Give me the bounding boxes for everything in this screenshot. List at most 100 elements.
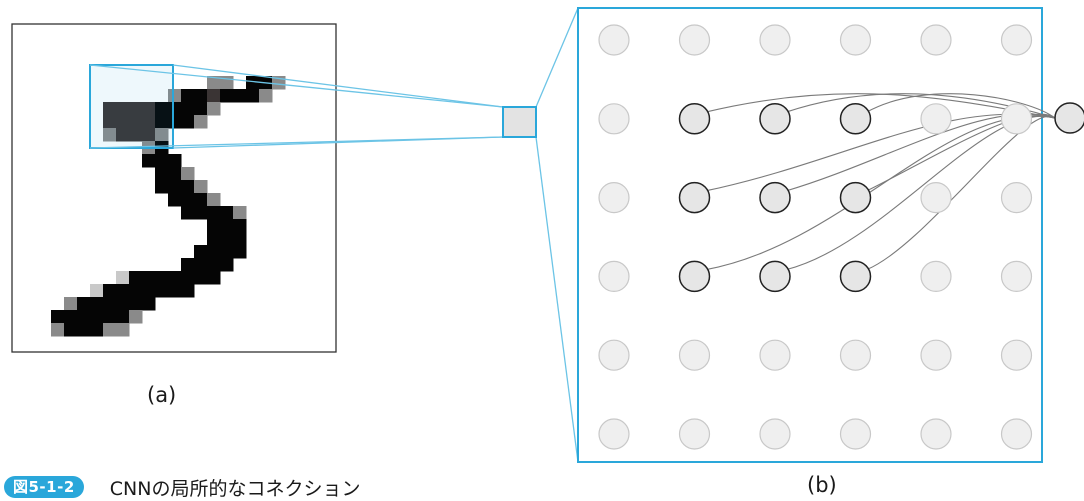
- digit-pixel: [220, 232, 234, 246]
- digit-pixel: [207, 245, 221, 259]
- neuron: [599, 25, 629, 55]
- digit-pixel: [51, 323, 65, 337]
- digit-pixel: [194, 102, 208, 116]
- digit-pixel: [142, 271, 156, 285]
- digit-pixel: [220, 245, 234, 259]
- digit-pixel: [207, 271, 221, 285]
- neuron: [599, 340, 629, 370]
- neuron: [921, 183, 951, 213]
- digit-pixel: [194, 258, 208, 272]
- panel-a-label: (a): [147, 383, 176, 407]
- digit-pixel: [103, 297, 117, 311]
- neuron: [680, 25, 710, 55]
- digit-pixel: [155, 167, 169, 181]
- neuron: [841, 419, 871, 449]
- neuron-layer-panel: [578, 8, 1055, 462]
- digit-pixel: [168, 167, 182, 181]
- neuron: [599, 104, 629, 134]
- connected-neuron: [841, 261, 871, 291]
- digit-pixel: [246, 89, 260, 103]
- digit-pixel: [155, 284, 169, 298]
- digit-pixel: [181, 115, 195, 129]
- neuron: [680, 419, 710, 449]
- digit-pixel: [77, 310, 91, 324]
- digit-pixel: [90, 323, 104, 337]
- neuron: [921, 261, 951, 291]
- digit-pixel: [246, 76, 260, 90]
- digit-pixel: [129, 284, 143, 298]
- connected-neuron: [841, 183, 871, 213]
- digit-pixel: [77, 297, 91, 311]
- connected-neuron: [760, 104, 790, 134]
- digit-pixel: [233, 219, 247, 233]
- digit-pixel: [64, 310, 78, 324]
- digit-pixel: [181, 206, 195, 220]
- digit-pixel: [207, 102, 221, 116]
- digit-pixel: [64, 297, 78, 311]
- digit-pixel: [116, 323, 130, 337]
- digit-pixel: [181, 167, 195, 181]
- neuron: [680, 340, 710, 370]
- neuron: [1002, 25, 1032, 55]
- neuron: [921, 419, 951, 449]
- neuron: [760, 25, 790, 55]
- neuron: [599, 261, 629, 291]
- digit-pixel: [142, 284, 156, 298]
- neuron: [841, 340, 871, 370]
- convolved-unit-square: [503, 107, 536, 137]
- digit-pixel: [51, 310, 65, 324]
- digit-pixel: [103, 323, 117, 337]
- connected-neuron: [760, 261, 790, 291]
- digit-pixel: [77, 323, 91, 337]
- neuron: [1002, 104, 1032, 134]
- panel-b-label: (b): [807, 473, 837, 497]
- connected-neuron: [680, 261, 710, 291]
- digit-pixel: [129, 297, 143, 311]
- digit-pixel: [181, 180, 195, 194]
- neuron: [921, 104, 951, 134]
- digit-pixel: [155, 154, 169, 168]
- digit-pixel: [194, 180, 208, 194]
- digit-pixel: [90, 310, 104, 324]
- digit-pixel: [155, 180, 169, 194]
- connected-neuron: [760, 183, 790, 213]
- neuron: [1002, 419, 1032, 449]
- digit-pixel: [220, 89, 234, 103]
- receptive-field-highlight: [90, 65, 173, 148]
- connected-neuron: [841, 104, 871, 134]
- neuron: [1002, 183, 1032, 213]
- digit-pixel: [259, 89, 273, 103]
- digit-pixel: [116, 284, 130, 298]
- digit-pixel: [220, 219, 234, 233]
- neuron: [921, 340, 951, 370]
- digit-pixel: [129, 271, 143, 285]
- neuron-layer-frame: [578, 8, 1042, 462]
- output-neuron: [1055, 103, 1084, 133]
- digit-pixel: [116, 271, 130, 285]
- digit-pixel: [142, 154, 156, 168]
- digit-pixel: [194, 206, 208, 220]
- digit-pixel: [181, 193, 195, 207]
- digit-pixel: [233, 206, 247, 220]
- figure-caption: 図5-1-2 CNNの局所的なコネクション: [4, 475, 360, 499]
- digit-pixel: [129, 310, 143, 324]
- neuron: [760, 419, 790, 449]
- digit-pixel: [207, 89, 221, 103]
- digit-pixel: [168, 154, 182, 168]
- digit-pixel: [207, 258, 221, 272]
- digit-pixel: [207, 206, 221, 220]
- neuron: [1002, 261, 1032, 291]
- digit-pixel: [233, 232, 247, 246]
- connected-neuron: [680, 104, 710, 134]
- digit-pixel: [194, 193, 208, 207]
- digit-pixel: [103, 310, 117, 324]
- neuron: [1002, 340, 1032, 370]
- digit-pixel: [168, 284, 182, 298]
- connected-neuron: [680, 183, 710, 213]
- digit-pixel: [233, 245, 247, 259]
- digit-pixel: [181, 89, 195, 103]
- digit-pixel: [90, 297, 104, 311]
- figure-number-badge: 図5-1-2: [4, 476, 84, 498]
- neuron: [921, 25, 951, 55]
